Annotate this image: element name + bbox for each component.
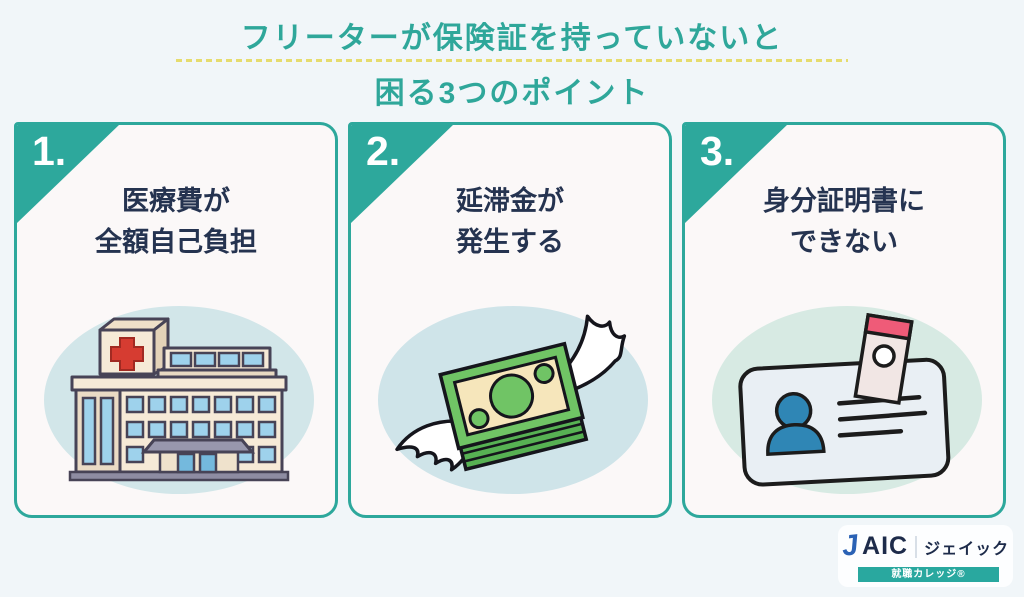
title-underline-dashed xyxy=(176,59,848,62)
jaic-banner: 就職カレッジ® xyxy=(858,567,999,582)
jaic-brand-text: AIC xyxy=(862,532,909,560)
illustration-ellipse xyxy=(712,306,982,494)
point-number: 3. xyxy=(700,128,735,174)
point-card-2: 2. 延滞金が 発生する xyxy=(348,122,672,518)
point-title-line2: 全額自己負担 xyxy=(95,226,257,257)
point-number: 2. xyxy=(366,128,401,174)
page-title-line2: 困る3つのポイント xyxy=(374,77,650,110)
illustration-ellipse xyxy=(44,306,314,494)
points-row: 1. 医療費が 全額自己負担 xyxy=(14,122,1006,518)
point-title: 医療費が 全額自己負担 xyxy=(17,181,335,262)
point-title-line2: できない xyxy=(790,226,898,257)
illustration-ellipse xyxy=(378,306,648,494)
jaic-logo: J AIC ジェイック 就職カレッジ® xyxy=(838,525,1013,587)
hospital-icon xyxy=(68,317,290,482)
point-title-line1: 身分証明書に xyxy=(763,186,925,216)
winged-money-icon xyxy=(395,314,627,472)
logo-divider xyxy=(915,535,918,558)
point-number: 1. xyxy=(32,128,67,174)
id-card-icon xyxy=(738,313,951,487)
point-title-line1: 医療費が xyxy=(122,186,230,216)
jaic-kana-text: ジェイック xyxy=(924,540,1010,558)
point-title-line2: 発生する xyxy=(456,226,564,257)
jaic-logo-row: J AIC ジェイック xyxy=(838,525,1013,563)
point-card-1: 1. 医療費が 全額自己負担 xyxy=(14,122,338,518)
point-title-line1: 延滞金が xyxy=(456,186,564,216)
page-title-line1: フリーターが保険証を持っていないと xyxy=(240,22,784,55)
point-card-3: 3. 身分証明書に できない xyxy=(682,122,1006,518)
jaic-j-glyph: J xyxy=(840,529,860,563)
point-title: 身分証明書に できない xyxy=(685,181,1003,262)
point-title: 延滞金が 発生する xyxy=(351,181,669,262)
